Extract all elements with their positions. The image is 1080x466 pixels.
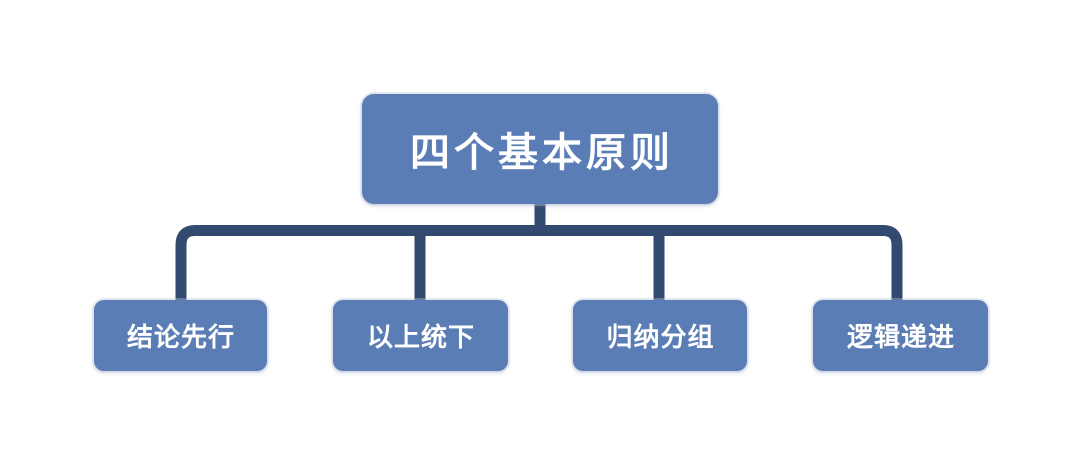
child-node-inductive-grouping[interactable]: 归纳分组 <box>573 300 747 371</box>
connector-main-branch <box>175 225 903 302</box>
child-node-label: 以上统下 <box>366 322 475 352</box>
child-node-logical-progression[interactable]: 逻辑递进 <box>813 300 988 371</box>
child-node-label: 逻辑递进 <box>846 322 955 352</box>
root-node-label: 四个基本原则 <box>410 131 674 175</box>
child-node-label: 归纳分组 <box>606 322 715 352</box>
child-node-top-governs-bottom[interactable]: 以上统下 <box>333 300 508 371</box>
root-node-four-basic-principles[interactable]: 四个基本原则 <box>362 94 718 204</box>
child-node-conclusion-first[interactable]: 结论先行 <box>94 300 267 371</box>
child-node-label: 结论先行 <box>126 322 235 352</box>
